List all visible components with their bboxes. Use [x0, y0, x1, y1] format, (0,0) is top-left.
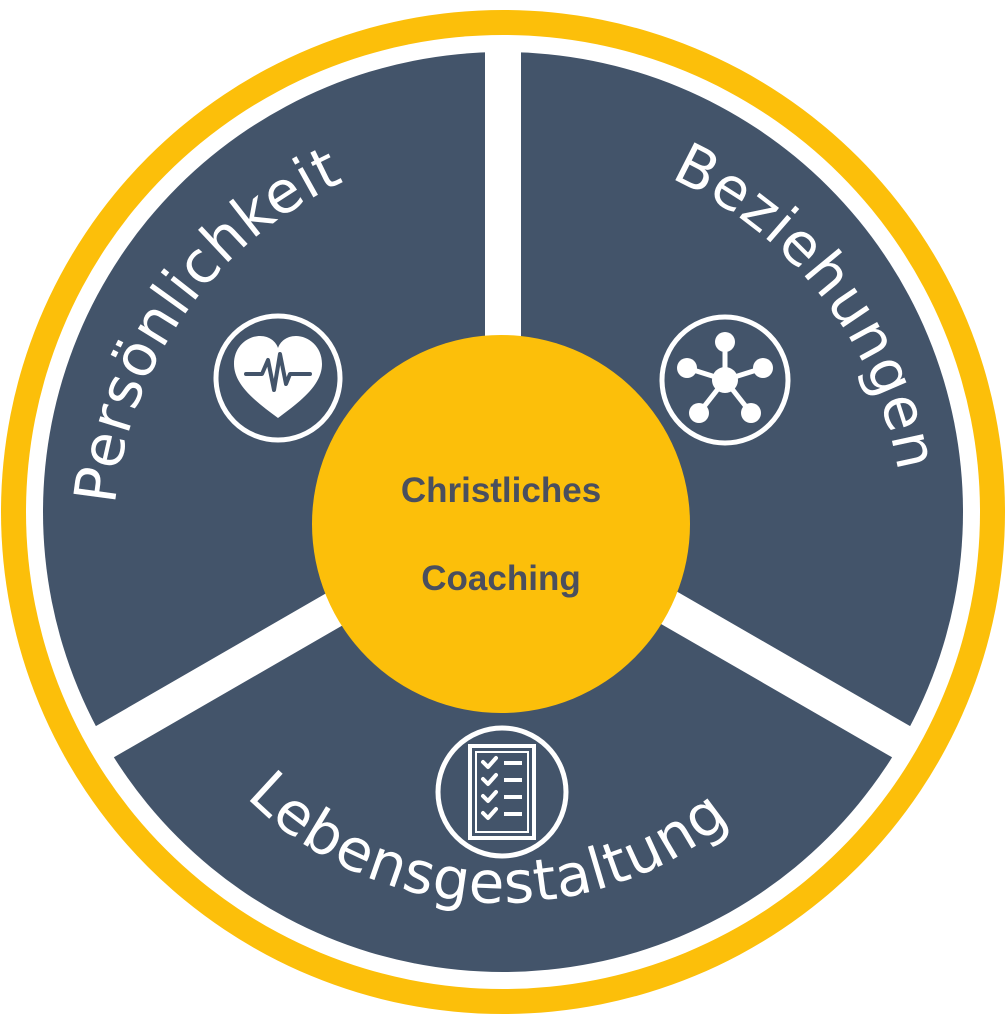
- network-icon: [659, 314, 791, 446]
- center-label-line1: Christliches: [401, 471, 601, 510]
- checklist-icon: [435, 725, 569, 859]
- center-circle: [312, 335, 690, 713]
- heart-pulse-icon: [213, 313, 343, 443]
- center-label-line2: Coaching: [421, 559, 580, 598]
